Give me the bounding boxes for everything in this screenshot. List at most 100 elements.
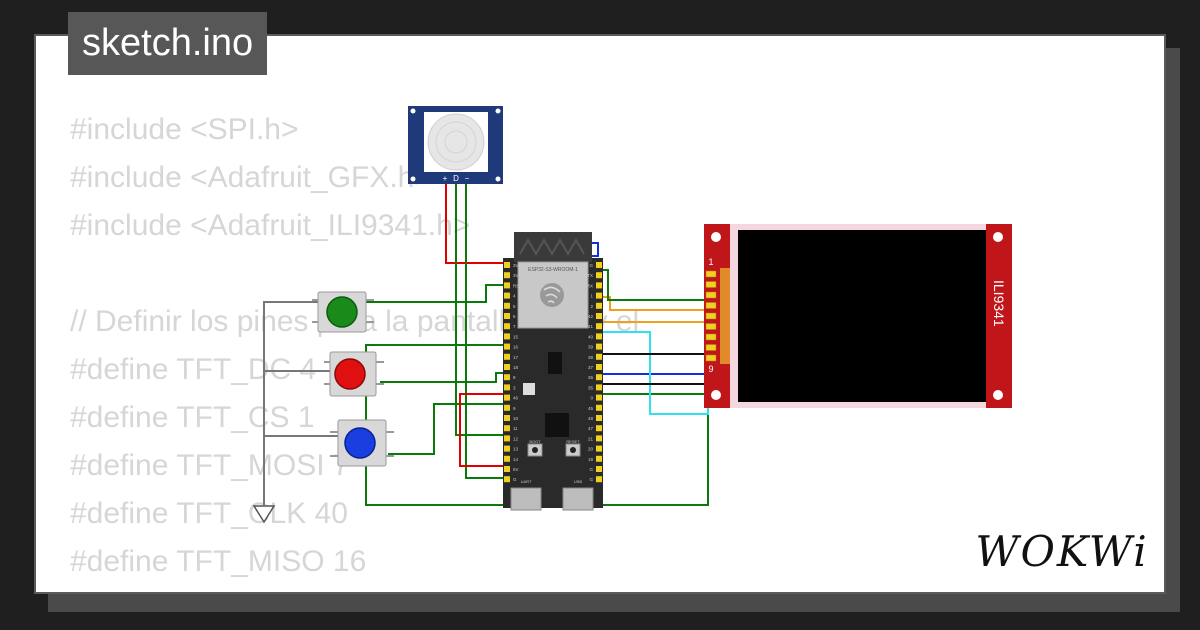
mcu-pin-label: 6 [513,314,516,319]
tft-mount-hole [711,232,721,242]
tft-mount-hole [993,232,1003,242]
antenna-trace-icon [519,237,585,257]
mcu-pin[interactable] [504,435,510,442]
mcu-pin[interactable] [596,445,602,452]
mcu-pin[interactable] [596,404,602,411]
wire-pir-vcc [445,184,507,264]
mcu-pin[interactable] [504,425,510,432]
mcu-pin-label: 5 [513,304,516,309]
tft-pin[interactable] [705,354,717,362]
mcu-pin[interactable] [504,323,510,330]
mcu-pin[interactable] [596,435,602,442]
reset-button-knob [570,447,576,453]
mcu-pin[interactable] [504,272,510,279]
mcu-pin[interactable] [596,374,602,381]
tft-pin[interactable] [705,302,717,309]
tft-pin[interactable] [705,281,717,288]
file-name-tab[interactable]: sketch.ino [68,12,268,75]
tft-pin[interactable] [705,312,717,320]
mcu-pin[interactable] [596,313,602,319]
esp32-s3-devkit[interactable]: ESP32-S3-WROOM-1 BOOT RESET UART USB 3V3… [503,232,603,511]
mcu-pin[interactable] [596,476,602,483]
mcu-pin[interactable] [504,313,510,319]
uart-port-label: UART [521,479,532,484]
wire-button-red-signal [380,372,507,383]
mcu-pin[interactable] [596,292,602,299]
mcu-pin-label: 39 [588,345,594,350]
tft-pin[interactable] [705,270,717,278]
ground-symbol-icon [252,505,276,524]
pir-dome-ring [444,130,468,154]
mcu-pin[interactable] [504,262,510,268]
mcu-pin[interactable] [596,455,602,462]
mcu-pin[interactable] [504,374,510,381]
tft-pin[interactable] [705,291,717,299]
mcu-pin-label: 17 [513,355,519,360]
mcu-pin-headers: 3V33V3RST4567151617188346910111213145VGG… [504,262,602,483]
mcu-pin[interactable] [596,323,602,330]
code-line: #define TFT_DC 4 [70,353,317,386]
pir-mount-hole [495,176,501,182]
mcu-pin[interactable] [504,292,510,299]
code-line: #define TFT_MISO 16 [70,545,367,578]
tft-pin[interactable] [705,344,717,351]
mcu-pin[interactable] [504,466,510,472]
mcu-pin-label: 3 [513,385,516,390]
ili9341-tft-display[interactable]: 1 9 ILI9341 [704,224,1012,408]
mcu-pin-label: 0 [590,396,593,401]
mcu-pin[interactable] [596,425,602,432]
mcu-pin[interactable] [504,364,510,370]
tft-mount-hole [993,390,1003,400]
mcu-pin[interactable] [504,404,510,411]
tft-pin[interactable] [705,323,717,330]
mcu-pin[interactable] [596,282,602,289]
mcu-pin[interactable] [504,302,510,309]
mcu-pin[interactable] [504,384,510,391]
tft-pin[interactable] [705,333,717,341]
mcu-pin-label: 3V3 [513,263,522,268]
mcu-pin[interactable] [504,282,510,289]
native-usb-port[interactable] [562,487,594,511]
mcu-pin-label: 15 [513,334,519,339]
wire-button-gnd-bus [263,301,320,505]
mcu-pin[interactable] [596,272,602,279]
mcu-pin[interactable] [596,343,602,350]
mcu-pin[interactable] [504,455,510,462]
mcu-pin[interactable] [596,394,602,401]
mcu-pin[interactable] [596,353,602,360]
mcu-pin[interactable] [504,353,510,360]
mcu-pin-label: 37 [588,365,594,370]
tft-screen[interactable] [738,230,986,402]
mcu-pin-label: 20 [588,447,594,452]
pushbutton-green[interactable] [312,291,374,333]
usb-port-label: USB [574,479,583,484]
mcu-pin[interactable] [596,364,602,370]
mcu-pin[interactable] [504,476,510,483]
pir-mount-hole [495,108,501,114]
boot-button-knob [532,447,538,453]
mcu-pin[interactable] [504,343,510,350]
wire-green-top [592,269,708,301]
mcu-pin[interactable] [504,445,510,452]
mcu-pin-label: 46 [513,396,519,401]
mcu-main-chip [545,413,569,437]
mcu-pin[interactable] [504,415,510,421]
pushbutton-red[interactable] [324,351,384,397]
mcu-pin[interactable] [504,394,510,401]
code-preview: #include <SPI.h>#include <Adafruit_GFX.h… [70,106,639,592]
mcu-pin[interactable] [596,333,602,340]
wire-cyan-tft [598,331,709,415]
pushbutton-blue[interactable] [330,419,394,467]
espressif-logo-mark [543,286,561,304]
mcu-pin[interactable] [596,262,602,268]
mcu-pin[interactable] [596,384,602,391]
mcu-pin-label: 3V3 [513,273,522,278]
mcu-pin[interactable] [596,415,602,421]
mcu-pin[interactable] [504,333,510,340]
mcu-pin[interactable] [596,302,602,309]
mcu-pin[interactable] [596,466,602,472]
pir-sensor[interactable]: + D − [408,106,503,184]
mcu-pin-label: 38 [588,355,594,360]
reset-button-label: RESET [566,439,580,444]
uart-usb-port[interactable] [510,487,542,511]
